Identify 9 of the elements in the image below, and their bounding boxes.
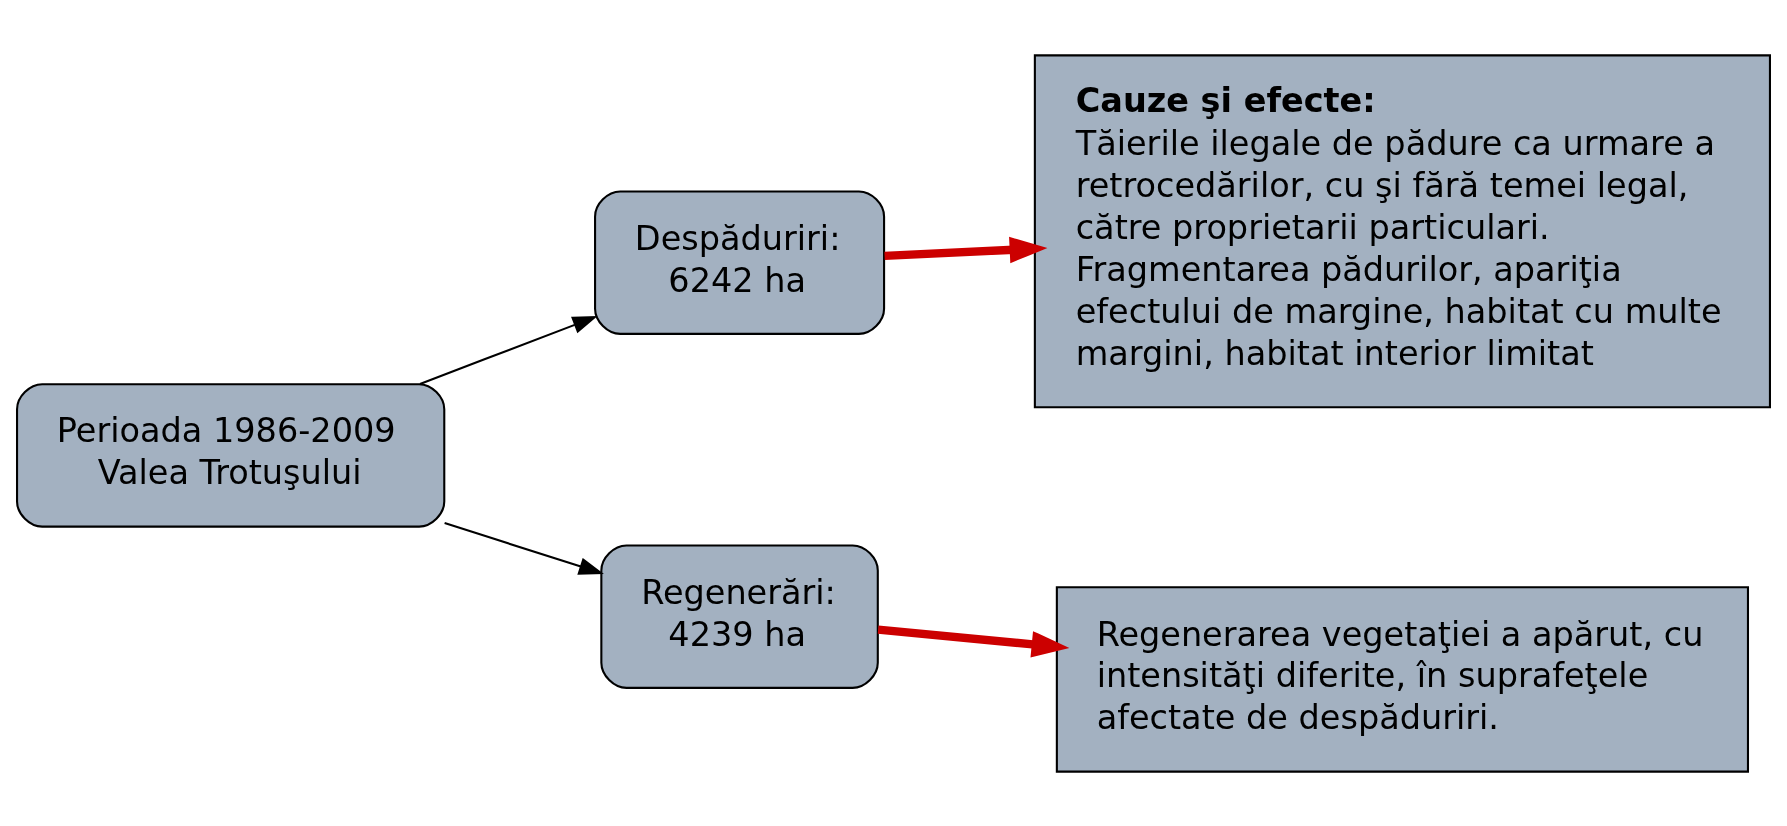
node-box: Perioada 1986-2009 Valea Trotuşului [16,382,446,528]
node-box: Regenerarea vegetaţiei a apărut, cu intensităţi diferite, în suprafeţele afectate de despăduriri. [1055,585,1749,773]
arrow [884,236,1048,263]
node-box: Regenerări: 4239 ha [600,543,879,689]
arrow [444,521,604,575]
arrow [419,315,598,385]
node-box: Cauze şi efecte: Tăierile ilegale de pădure ca urmare a retrocedărilor, cu şi fără temei legal, către proprietarii particulari. Fragmentarea pădurilor, apariţia efectului de margine, habitat cu multe margini, habitat interior limitat [1033,53,1771,408]
arrow [877,625,1070,657]
node-box: Despăduriri: 6242 ha [594,189,886,335]
